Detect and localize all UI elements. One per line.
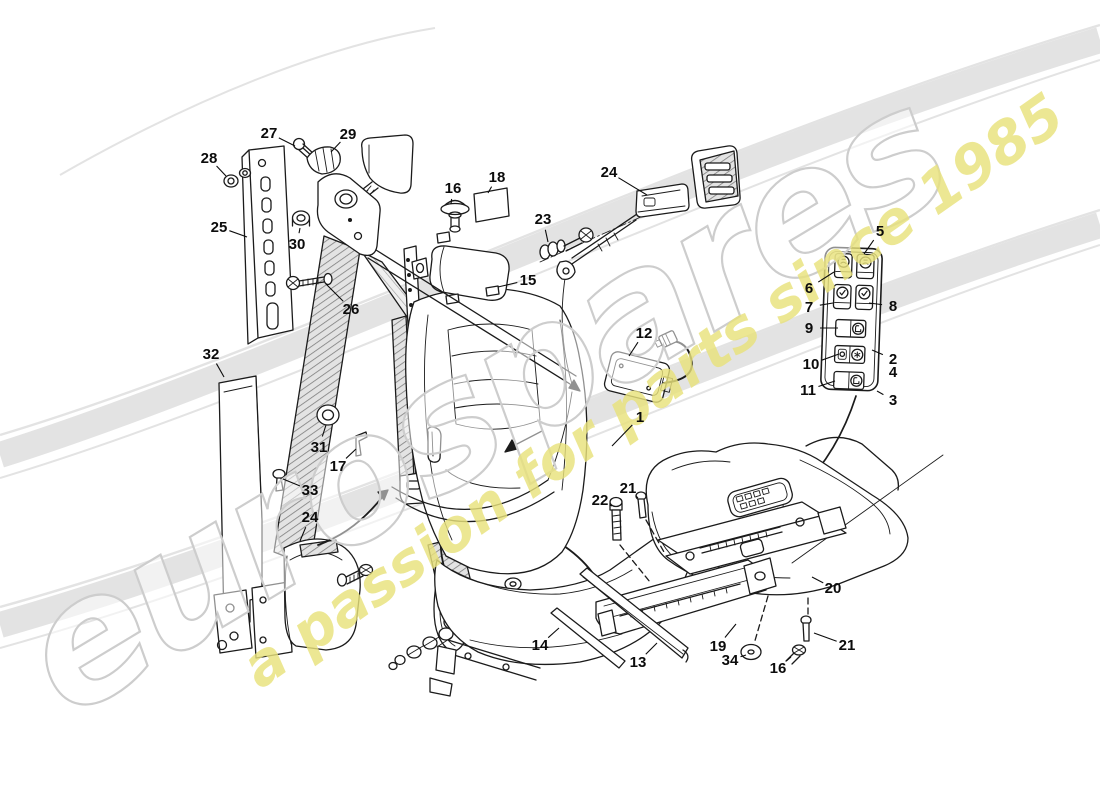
callout-8: 8 bbox=[889, 298, 897, 315]
upper-anchor-bracket bbox=[285, 173, 381, 291]
callout-leader-33 bbox=[282, 478, 301, 487]
callout-leader-14 bbox=[547, 627, 560, 639]
callout-22: 22 bbox=[592, 492, 609, 509]
switch-button bbox=[833, 370, 865, 391]
callout-16: 16 bbox=[770, 660, 787, 677]
callout-leader-21 bbox=[635, 495, 639, 499]
label-plate bbox=[473, 187, 510, 223]
upper-seat-rail bbox=[657, 501, 847, 575]
callout-21: 21 bbox=[620, 480, 637, 497]
callout-29: 29 bbox=[340, 126, 357, 143]
upper-anchor-fasteners bbox=[223, 134, 414, 206]
callout-31: 31 bbox=[311, 439, 328, 456]
callout-21: 21 bbox=[839, 637, 856, 654]
callout-leader-27 bbox=[278, 137, 296, 147]
callout-24: 24 bbox=[601, 164, 618, 181]
rail-fasteners bbox=[609, 491, 812, 665]
callout-leader-29 bbox=[330, 141, 341, 153]
arrowhead bbox=[377, 489, 389, 501]
callout-3: 3 bbox=[889, 392, 897, 409]
callout-leader-15 bbox=[497, 281, 518, 288]
switch-button bbox=[834, 318, 867, 339]
callout-leader-12 bbox=[628, 341, 639, 357]
callout-6: 6 bbox=[805, 280, 813, 297]
callout-19: 19 bbox=[710, 638, 727, 655]
callout-leader-26 bbox=[325, 283, 344, 302]
headrest-plug bbox=[436, 199, 470, 244]
callout-leader-18 bbox=[487, 186, 493, 194]
callout-leader-34 bbox=[740, 654, 747, 658]
callout-leader-21 bbox=[813, 632, 837, 642]
callout-18: 18 bbox=[489, 169, 506, 186]
callout-leader-8 bbox=[868, 302, 883, 306]
callout-2: 2 bbox=[889, 351, 897, 368]
callout-leader-28 bbox=[216, 165, 227, 177]
callout-34: 34 bbox=[722, 652, 739, 669]
callout-leader-2 bbox=[871, 349, 884, 356]
callout-25: 25 bbox=[211, 219, 228, 236]
callout-16: 16 bbox=[445, 180, 462, 197]
callout-4: 4 bbox=[889, 364, 898, 381]
callout-30: 30 bbox=[289, 236, 306, 253]
callout-12: 12 bbox=[636, 325, 653, 342]
switch-button bbox=[855, 253, 875, 280]
seat-control-module bbox=[603, 330, 693, 403]
callout-leader-31 bbox=[321, 424, 327, 437]
callout-leader-24 bbox=[618, 177, 648, 196]
switch-button bbox=[833, 344, 866, 365]
callout-20: 20 bbox=[825, 580, 842, 597]
callout-leader-17 bbox=[345, 448, 357, 459]
callout-leader-25 bbox=[229, 230, 248, 238]
callout-11: 11 bbox=[800, 382, 816, 399]
callout-leader-10 bbox=[821, 353, 840, 361]
callout-32: 32 bbox=[203, 346, 220, 363]
callout-13: 13 bbox=[630, 654, 647, 671]
callout-leader-30 bbox=[298, 227, 301, 234]
small-fixings bbox=[272, 404, 368, 492]
callout-24: 24 bbox=[302, 509, 319, 526]
height-adjuster-rail bbox=[241, 145, 294, 345]
callout-leader-23 bbox=[544, 229, 549, 243]
callout-14: 14 bbox=[532, 637, 549, 654]
callout-leader-5 bbox=[863, 239, 875, 255]
callout-leader-1 bbox=[611, 424, 633, 447]
callout-leader-24 bbox=[299, 526, 307, 542]
trim-strips bbox=[550, 567, 689, 669]
callout-27: 27 bbox=[261, 125, 278, 142]
callout-leader-32 bbox=[215, 363, 225, 378]
artwork bbox=[213, 134, 944, 697]
callout-leader-16 bbox=[786, 656, 792, 662]
switch-button bbox=[833, 252, 853, 279]
callout-23: 23 bbox=[535, 211, 552, 228]
callout-7: 7 bbox=[805, 299, 813, 316]
callout-leader-3 bbox=[876, 390, 884, 396]
buckle-assembly bbox=[539, 145, 741, 280]
callout-leader-16 bbox=[450, 198, 453, 205]
callout-1: 1 bbox=[636, 409, 644, 426]
callout-33: 33 bbox=[302, 482, 319, 499]
switch-button bbox=[854, 284, 874, 311]
callout-5: 5 bbox=[876, 223, 884, 240]
b-post-trim-panel bbox=[213, 375, 263, 654]
callout-15: 15 bbox=[520, 272, 537, 289]
callout-28: 28 bbox=[201, 150, 218, 167]
callout-9: 9 bbox=[805, 320, 813, 337]
callout-leader-13 bbox=[645, 642, 658, 655]
callout-leader-19 bbox=[724, 623, 737, 638]
callout-leader-22 bbox=[609, 504, 613, 507]
switch-button bbox=[832, 283, 852, 310]
callout-leader-7 bbox=[819, 302, 834, 306]
callout-17: 17 bbox=[330, 458, 347, 475]
callout-leader-6 bbox=[817, 271, 835, 283]
callout-10: 10 bbox=[803, 356, 820, 373]
routing-arrow-retractor bbox=[317, 495, 384, 546]
callout-leader-11 bbox=[818, 380, 836, 388]
callout-leader-20 bbox=[811, 576, 824, 584]
callout-26: 26 bbox=[343, 301, 360, 318]
